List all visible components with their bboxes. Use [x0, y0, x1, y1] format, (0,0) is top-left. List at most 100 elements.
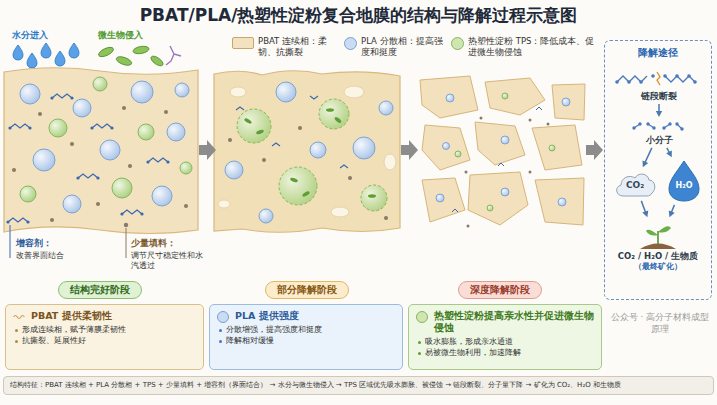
film-fragments	[422, 178, 465, 222]
info-box: PBAT 提供柔韧性形成连续相，赋予薄膜柔韧性抗撕裂、延展性好	[5, 304, 204, 370]
film-partial	[228, 138, 232, 142]
film-fragments	[455, 151, 461, 157]
film-intact	[20, 77, 192, 202]
film-intact	[4, 68, 198, 234]
film-fragments	[420, 76, 478, 118]
film-partial	[331, 207, 349, 217]
connector-line	[641, 201, 645, 213]
water-drops	[13, 45, 23, 60]
film-intact	[184, 204, 188, 208]
small-molecule-icon	[675, 122, 678, 125]
film-partial	[214, 71, 400, 233]
connector-line	[658, 104, 660, 112]
film-partial	[384, 216, 388, 220]
film-intact	[20, 84, 40, 104]
film-fragments	[468, 172, 528, 225]
film-fragments	[475, 122, 525, 165]
mineralization-step: CO₂ / H₂O / 生物质（最终矿化）	[607, 219, 709, 272]
film-fragments	[422, 125, 470, 170]
bullet-text: 形成连续相，赋予薄膜柔韧性	[13, 325, 196, 336]
film-partial	[214, 71, 400, 233]
chain-scission-icon	[627, 80, 631, 84]
water-drop: H₂O	[665, 159, 703, 203]
film-fragments	[455, 93, 555, 211]
chain-scission-icon	[651, 74, 655, 78]
bullet-text: 分散增强，提高强度和挺度	[217, 325, 395, 336]
summary-strip: 结构特征：PBAT 连续相 + PLA 分散相 + TPS + 少量填料 + 增…	[3, 376, 714, 395]
film-intact	[4, 68, 198, 234]
pathway-step: 小分子	[629, 119, 689, 146]
film-partial	[236, 96, 348, 168]
phase-icon	[217, 311, 229, 323]
film-fragments	[532, 125, 582, 170]
film-fragments	[487, 205, 493, 211]
film-intact	[63, 195, 81, 213]
film-partial	[237, 109, 271, 143]
legend-swatch	[232, 37, 254, 49]
connector	[656, 104, 662, 117]
film-intact	[124, 223, 128, 227]
small-molecule-icon	[646, 122, 649, 125]
stage-pill: 深度降解阶段	[458, 281, 542, 299]
stage-label: 部分降解阶段	[277, 284, 337, 296]
film-intact	[20, 81, 189, 213]
film-intact	[6, 218, 29, 224]
box-heading: PBAT 提供柔韧性	[13, 310, 196, 322]
chain-scission-icon	[687, 74, 691, 78]
bullet-text: 易被微生物利用，加速降解	[416, 348, 594, 359]
film-partial	[302, 190, 311, 197]
water-drops	[69, 43, 79, 58]
stage-arrows	[401, 140, 418, 160]
film-partial	[237, 99, 387, 211]
film-partial	[228, 126, 388, 220]
film-partial	[368, 194, 376, 198]
info-box: 热塑性淀粉提高亲水性并促进微生物侵蚀吸水膨胀，形成亲水通道易被微生物利用，加速降…	[408, 304, 602, 370]
watermark: 公众号 · 高分子材料成型原理	[610, 312, 710, 335]
microbes	[133, 45, 150, 55]
film-partial	[218, 200, 230, 208]
film-fragments	[562, 98, 570, 106]
chain-scission-icon	[657, 72, 660, 85]
film-fragments	[501, 188, 509, 196]
film-partial	[276, 82, 296, 102]
small-molecule-icon	[632, 126, 635, 129]
info-box: PLA 提供强度分散增强，提高强度和挺度降解相对缓慢	[209, 304, 403, 370]
film-intact	[180, 162, 192, 174]
connector	[666, 148, 672, 157]
film-intact	[131, 81, 153, 103]
arrow-head	[666, 150, 672, 157]
film-partial	[244, 117, 253, 124]
pathway-step: 链段断裂	[615, 69, 703, 102]
stage-pill: 部分降解阶段	[265, 281, 349, 299]
film-intact	[138, 124, 154, 140]
small-molecule-icon	[668, 122, 671, 125]
water-drops	[41, 43, 51, 58]
small-molecule-icon	[662, 126, 665, 129]
film-partial	[218, 86, 396, 217]
film-intact	[70, 142, 74, 146]
film-intact	[120, 210, 143, 216]
pathway-panel: 降解途径链段断裂小分子CO₂H₂OCO₂ / H₂O / 生物质（最终矿化）	[604, 40, 712, 300]
connector	[642, 148, 651, 167]
film-fragments	[465, 171, 468, 174]
film-fragments	[480, 117, 483, 120]
plant-icon	[640, 244, 676, 250]
film-intact	[90, 124, 113, 130]
shape-label: H₂O	[665, 159, 703, 191]
film-fragments	[465, 117, 550, 228]
summary-text: 结构特征：PBAT 连续相 + PLA 分散相 + TPS + 少量填料 + 增…	[10, 381, 707, 390]
film-fragments	[549, 145, 555, 151]
stage-label: 深度降解阶段	[470, 284, 530, 296]
diagram-title: PBAT/PLA/热塑性淀粉复合地膜的结构与降解过程示意图	[0, 4, 717, 26]
film-partial	[379, 101, 393, 115]
film-fragments	[446, 94, 454, 102]
chain-scission-icon	[615, 74, 697, 84]
inflow-label: 微生物侵入	[98, 30, 143, 42]
stage-pill: 结构完好阶段	[58, 281, 142, 299]
film-partial	[348, 176, 352, 180]
plant-icon	[658, 226, 671, 232]
film-intact	[12, 106, 188, 227]
connector	[641, 201, 648, 217]
plant-icon	[640, 226, 676, 249]
arrow-head	[669, 210, 675, 217]
